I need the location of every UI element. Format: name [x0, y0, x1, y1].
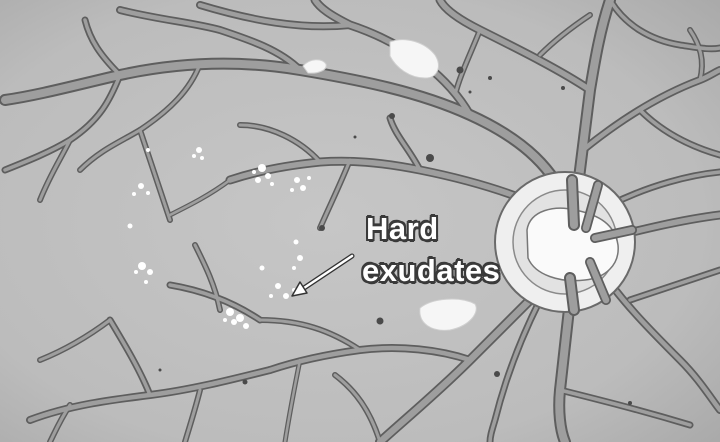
annotation-label-line1: Hard [366, 212, 439, 246]
annotation-label-line2: exudates [362, 254, 500, 288]
optic-disc [495, 172, 635, 312]
